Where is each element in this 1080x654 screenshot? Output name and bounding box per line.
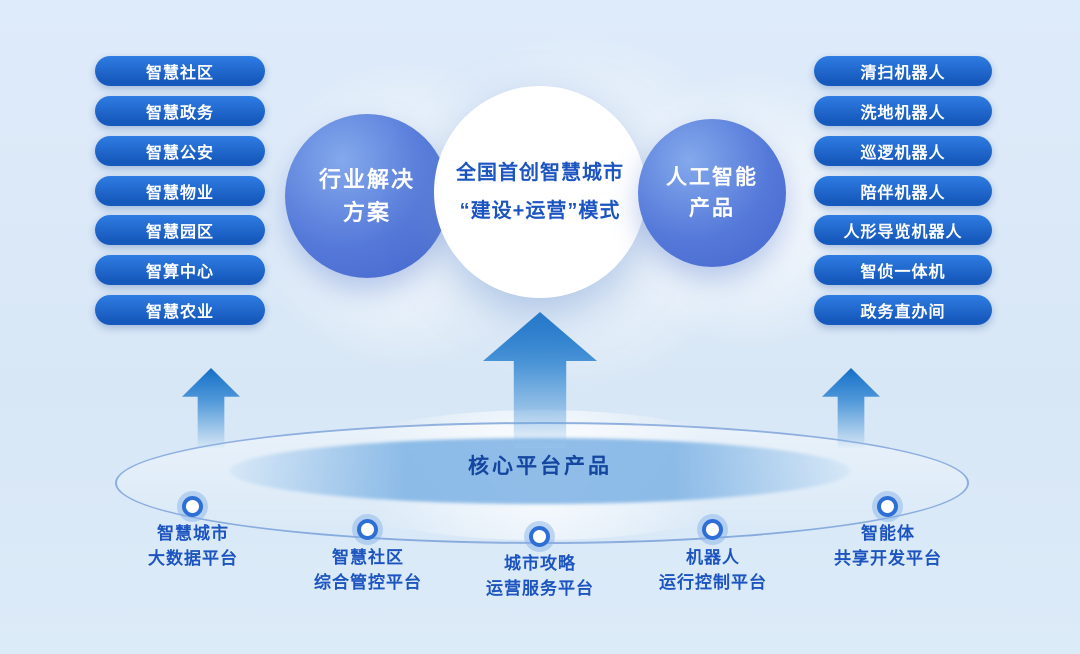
ai-products-circle: 人工智能 产品 [638,119,786,267]
node-agent-platform [877,496,898,517]
node-city-guide [529,526,550,547]
center-mode-line1: 全国首创智慧城市 [456,162,624,184]
left-pill-5: 智慧园区 [95,215,265,245]
right-pill-4: 陪伴机器人 [814,176,992,206]
industry-solutions-circle: 行业解决 方案 [285,114,449,278]
industry-solutions-line2: 方案 [342,200,391,225]
node-label-line1: 智慧社区 [332,548,404,567]
node-label-line2: 共享开发平台 [834,548,942,568]
node-label-line2: 运营服务平台 [486,578,594,598]
left-pill-6: 智算中心 [95,255,265,285]
left-pill-3: 智慧公安 [95,136,265,166]
up-arrow-right [822,368,880,448]
right-pill-7: 政务直办间 [814,295,992,325]
node-label-line1: 智慧城市 [157,524,229,543]
right-pill-5: 人形导览机器人 [814,215,992,245]
node-label-line1: 智能体 [861,524,915,543]
core-platform-label: 核心平台产品 [468,455,612,478]
node-smartcity-bigdata [182,496,203,517]
node-label-robot-control: 机器人 运行控制平台 [623,546,803,595]
node-label-agent-platform: 智能体 共享开发平台 [798,522,978,571]
node-label-line2: 大数据平台 [148,548,238,568]
right-pill-3: 巡逻机器人 [814,136,992,166]
right-pill-2: 洗地机器人 [814,96,992,126]
left-pill-4: 智慧物业 [95,176,265,206]
left-pill-2: 智慧政务 [95,96,265,126]
node-robot-control [702,519,723,540]
up-arrow-left [182,368,240,448]
node-label-line1: 机器人 [686,548,740,567]
left-pill-7: 智慧农业 [95,295,265,325]
right-pill-6: 智侦一体机 [814,255,992,285]
node-label-line1: 城市攻略 [504,554,576,573]
node-label-line2: 运行控制平台 [659,572,767,592]
node-label-line2: 综合管控平台 [314,572,422,592]
right-pill-1: 清扫机器人 [814,56,992,86]
node-label-smartcity-bigdata: 智慧城市 大数据平台 [103,522,283,571]
node-label-city-guide: 城市攻略 运营服务平台 [450,552,630,601]
node-community-control [357,519,378,540]
ai-products-line2: 产品 [689,197,735,220]
center-mode-line2: “建设+运营”模式 [459,200,621,222]
ai-products-line1: 人工智能 [666,165,758,189]
center-mode-circle: 全国首创智慧城市 “建设+运营”模式 [434,86,646,298]
left-pill-1: 智慧社区 [95,56,265,86]
node-label-community-control: 智慧社区 综合管控平台 [278,546,458,595]
industry-solutions-line1: 行业解决 [318,167,415,192]
